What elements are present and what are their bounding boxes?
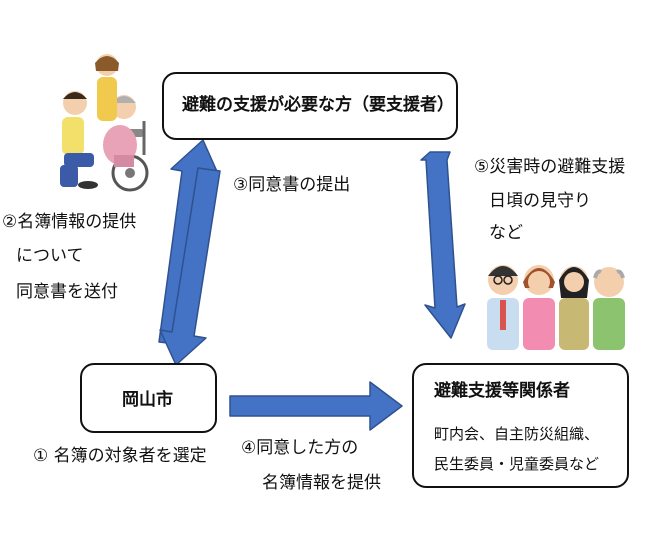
supporters-detail-line2: 民生委員・児童委員など xyxy=(434,455,600,473)
step5-line2: 日頃の見守り xyxy=(489,191,591,211)
supporters-box: 避難支援等関係者 町内会、自主防災組織、 民生委員・児童委員など xyxy=(412,363,629,488)
supporters-detail-line1: 町内会、自主防災組織、 xyxy=(434,425,600,443)
supporters-label: 避難支援等関係者 xyxy=(434,381,570,401)
step2-line1: ②名簿情報の提供 xyxy=(2,212,137,232)
arrow-supporters-person-bidirectional xyxy=(420,151,466,339)
step5-line3: など xyxy=(489,223,523,243)
needs-support-label: 避難の支援が必要な方（要支援者） xyxy=(182,95,454,115)
arrow-city-to-supporters xyxy=(229,381,403,431)
okayama-city-label: 岡山市 xyxy=(122,390,173,410)
step5-line1: ⑤災害時の避難支援 xyxy=(474,157,626,177)
family-with-wheelchair-illustration xyxy=(60,54,149,192)
step2-line3: 同意書を送付 xyxy=(16,282,118,302)
step3-label: ③同意書の提出 xyxy=(233,175,351,195)
okayama-city-box: 岡山市 xyxy=(80,363,217,433)
step4-line2: 名簿情報を提供 xyxy=(262,473,381,493)
needs-support-box: 避難の支援が必要な方（要支援者） xyxy=(162,72,458,140)
community-supporters-illustration xyxy=(487,265,625,350)
step4-line1: ④同意した方の xyxy=(241,438,359,458)
step1-label: ① 名簿の対象者を選定 xyxy=(33,446,207,466)
step2-line2: について xyxy=(16,246,84,266)
arrow-person-to-city xyxy=(159,167,221,366)
